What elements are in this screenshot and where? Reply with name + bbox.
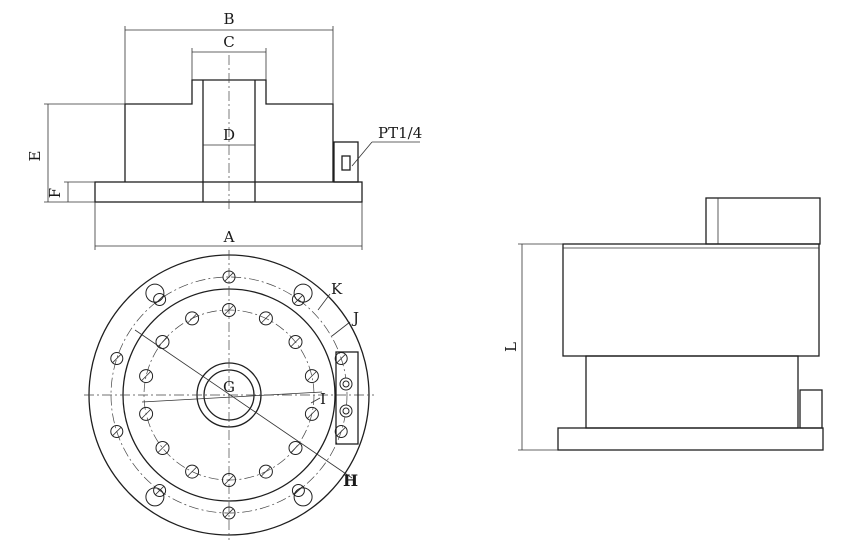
front-base-flange [94,181,363,203]
label-c: C [223,33,234,51]
inner-bolt-hole-hatch [307,409,317,419]
leader-i [310,397,321,404]
outer-bolt-hole-hatch [155,486,165,495]
inner-bolt-hole-hatch [290,443,301,453]
inner-bolt-hole-hatch [187,313,197,324]
label-b: B [223,10,234,28]
outer-bolt-hole [153,293,167,306]
plan-section-line [134,329,353,479]
port-leader [351,141,373,167]
outer-bolt-hole-hatch [293,295,303,304]
inner-bolt-hole-hatch [157,443,168,453]
plan-diameter-line [141,391,323,403]
outer-bolt-hole [291,293,305,306]
inner-bolt-hole-hatch [290,337,301,347]
inner-bolt-hole [139,406,154,421]
label-g: G [223,378,235,396]
leader-k [317,293,331,311]
outer-bolt-hole [110,352,124,365]
outer-bolt-hole-hatch [112,427,122,436]
inner-bolt-hole [155,441,170,455]
inner-bolt-hole-hatch [224,305,234,315]
inner-bolt-hole [185,311,200,326]
label-pt14: PT1/4 [378,124,422,142]
outer-bolt-hole-hatch [155,295,165,304]
clearance-hole [145,487,165,507]
label-h: H [343,471,358,490]
outer-bolt-hole [153,484,167,497]
outer-bolt-holes [110,270,348,520]
side-port-block [799,389,823,429]
inner-bolt-hole-hatch [187,466,197,477]
inner-bolt-hole [304,406,319,421]
outer-bolt-hole-hatch [224,272,234,282]
clearance-hole [293,283,313,303]
inner-bolt-hole-hatch [141,409,151,419]
label-e: E [26,151,44,162]
plan-port-block [335,351,359,445]
inner-bolt-hole [185,464,200,479]
port-fitting-nozzle [341,155,351,171]
inner-bolt-hole-hatch [261,313,271,324]
side-base-plate [557,427,824,451]
outer-bolt-hole [222,270,236,284]
label-l: L [502,342,520,352]
inner-bolt-hole [258,464,273,479]
inner-bolt-hole [155,335,170,349]
outer-bolt-hole [291,484,305,497]
clearance-hole [145,283,165,303]
side-neck [585,355,799,429]
inner-bolt-holes [139,303,319,487]
inner-bolt-hole [222,303,236,317]
inner-bolt-hole [258,311,273,326]
outer-bolt-hole-hatch [336,427,346,436]
outer-bolt-hole-hatch [336,354,346,363]
side-view: L [502,197,824,451]
side-main-body [562,243,820,357]
leader-j [331,321,351,337]
inner-bolt-hole [139,369,154,384]
outer-bolt-hole-hatch [293,486,303,495]
outer-bolt-hole-hatch [224,508,234,518]
outer-bolt-hole [334,425,348,438]
inner-bolt-hole [304,369,319,384]
outer-bolt-hole [222,506,236,520]
label-j: J [351,309,359,327]
inner-bolt-hole-hatch [157,337,168,347]
inner-bolt-hole-hatch [141,371,151,381]
inner-bolt-hole-hatch [261,466,271,477]
plan-view: G H I J K [84,250,374,540]
front-view: B C D E F A PT1/4 [26,10,422,250]
label-f: F [46,188,64,198]
port-fitting [333,141,359,183]
label-k: K [331,280,343,298]
inner-bolt-hole-hatch [307,371,317,381]
inner-bolt-hole-hatch [224,475,234,485]
plan-port-2-inner [342,407,350,415]
label-i: I [320,390,326,408]
clearance-hole [293,487,313,507]
inner-bolt-hole [222,473,236,487]
label-d: D [223,126,235,144]
label-a: A [223,228,235,246]
outer-bolt-hole-hatch [112,354,122,363]
outer-bolt-hole [110,425,124,438]
side-top-block [705,197,821,245]
plan-port-1-inner [342,380,350,388]
inner-bolt-hole [288,335,303,349]
inner-bolt-hole [288,441,303,455]
